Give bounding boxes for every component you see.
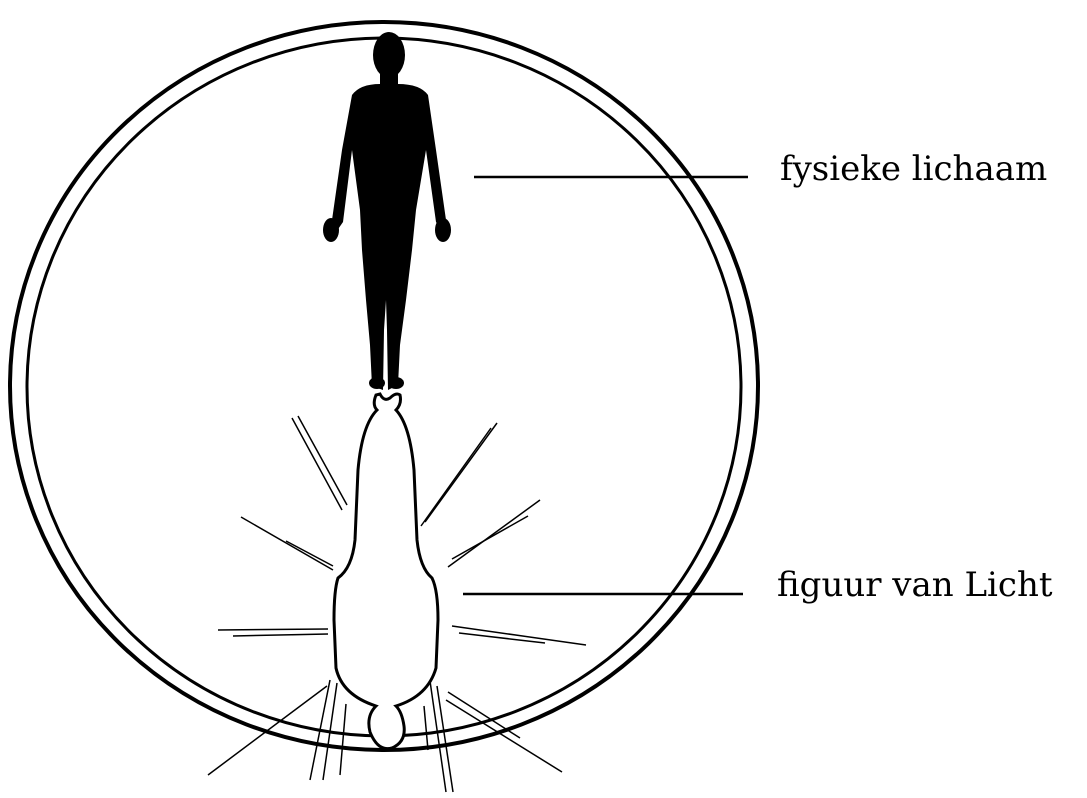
label-light-figure: figuur van Licht	[777, 568, 1053, 602]
label-physical-body: fysieke lichaam	[780, 152, 1047, 186]
human-silhouette-icon	[323, 32, 451, 390]
inverted-glowing-figure-icon	[334, 394, 438, 749]
